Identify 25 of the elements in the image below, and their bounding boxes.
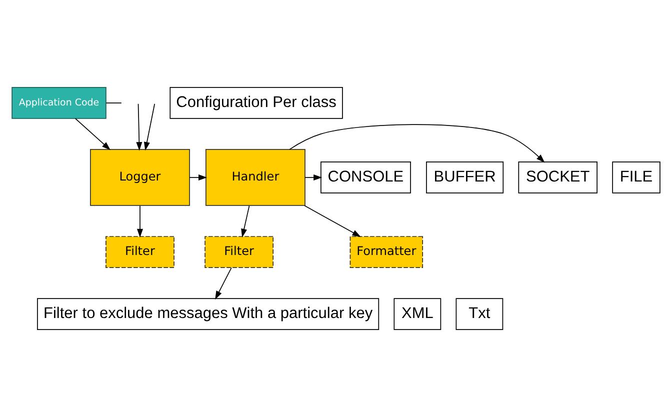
arrow — [136, 204, 143, 238]
node-box: BUFFER — [426, 161, 504, 193]
arrow — [304, 174, 322, 180]
node-box: Configuration Per class — [170, 86, 343, 118]
arrow — [289, 124, 545, 162]
arrow — [215, 266, 232, 300]
node-box: Filter — [106, 236, 174, 268]
arrow — [74, 118, 110, 150]
node-box: Logger — [90, 148, 190, 206]
arrow — [241, 204, 250, 238]
node-box: CONSOLE — [320, 161, 411, 193]
arrow — [136, 102, 142, 150]
node-box: Filter to exclude messages With a particular key — [37, 298, 380, 330]
arrow — [144, 102, 156, 150]
node-box: Filter — [204, 236, 274, 268]
node-box: FILE — [612, 161, 660, 193]
node-box: Application Code — [12, 86, 106, 118]
connector — [106, 102, 122, 103]
node-box: Handler — [205, 148, 306, 206]
node-box: Formatter — [350, 236, 424, 268]
node-box: SOCKET — [518, 161, 598, 193]
arrow — [304, 204, 361, 236]
node-box: XML — [394, 298, 442, 330]
node-box: Txt — [456, 298, 504, 330]
arrow — [189, 174, 208, 180]
